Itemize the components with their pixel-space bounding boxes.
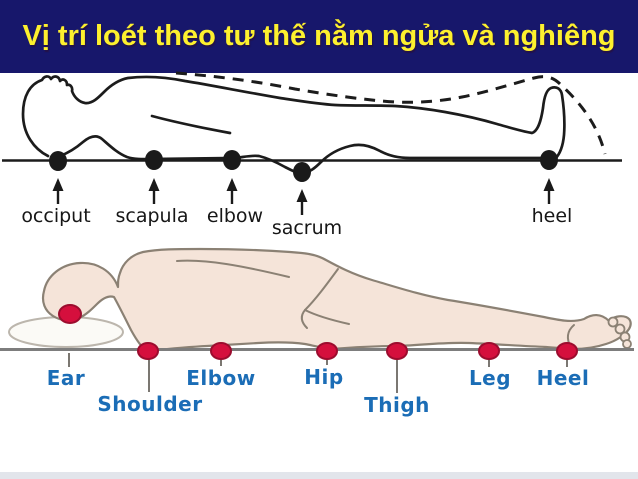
supine-dashed-profile xyxy=(175,71,607,155)
shoulder-red-dot xyxy=(137,342,159,360)
heel-arrow xyxy=(543,178,555,204)
supine-arm-line xyxy=(150,114,232,135)
side-body-outline xyxy=(41,247,632,353)
scapula-dot xyxy=(145,150,163,170)
occiput-dot xyxy=(49,151,67,171)
thigh-label: Thigh xyxy=(364,393,430,417)
supine-body-top-outline xyxy=(21,75,566,161)
toes xyxy=(607,316,632,349)
side-buttock-branch-line xyxy=(304,309,350,325)
supine-pressure-dots xyxy=(49,150,558,182)
scapula-arrow xyxy=(148,178,160,204)
toe-circle xyxy=(607,316,619,328)
elbow-dot xyxy=(223,150,241,170)
thigh-red-dot xyxy=(386,342,408,360)
elbow-arrow xyxy=(226,178,238,204)
sacrum-arrow xyxy=(296,189,308,215)
heel-red-dot xyxy=(556,342,578,360)
scapula-label: scapula xyxy=(115,205,188,227)
elbow-side-label: Elbow xyxy=(186,366,256,390)
title-banner: Vị trí loét theo tư thế nằm ngửa và nghi… xyxy=(0,0,638,73)
elbow-label: elbow xyxy=(207,205,263,227)
sacrum-label: sacrum xyxy=(272,217,342,239)
supine-body-underside-outline xyxy=(58,135,542,175)
leg-label: Leg xyxy=(469,366,511,390)
leg-red-dot xyxy=(478,342,500,360)
supine-arrows xyxy=(52,178,555,215)
supine-labels: occiput scapula elbow sacrum heel xyxy=(21,205,572,239)
slide-title: Vị trí loét theo tư thế nằm ngửa và nghi… xyxy=(22,20,616,52)
supine-figure: occiput scapula elbow sacrum heel xyxy=(2,71,622,239)
ear-label: Ear xyxy=(47,366,86,390)
shoulder-label: Shoulder xyxy=(97,392,202,416)
hip-red-dot xyxy=(316,342,338,360)
hip-label: Hip xyxy=(304,365,343,389)
occiput-arrow xyxy=(52,178,64,204)
side-arm-line xyxy=(176,259,290,278)
side-pressure-dots xyxy=(58,304,578,360)
heel-side-label: Heel xyxy=(537,366,590,390)
heel-dot xyxy=(540,150,558,170)
bottom-strip xyxy=(0,472,638,479)
ear-red-dot xyxy=(58,304,82,324)
side-labels: Ear Shoulder Elbow Hip Thigh Leg Heel xyxy=(47,365,590,417)
occiput-label: occiput xyxy=(21,205,90,227)
sacrum-dot xyxy=(293,162,311,182)
elbow-red-dot xyxy=(210,342,232,360)
heel-label: heel xyxy=(532,205,573,227)
toe-circle xyxy=(614,323,626,335)
side-lying-figure: Ear Shoulder Elbow Hip Thigh Leg Heel xyxy=(0,247,634,417)
toe-circle xyxy=(622,339,632,349)
